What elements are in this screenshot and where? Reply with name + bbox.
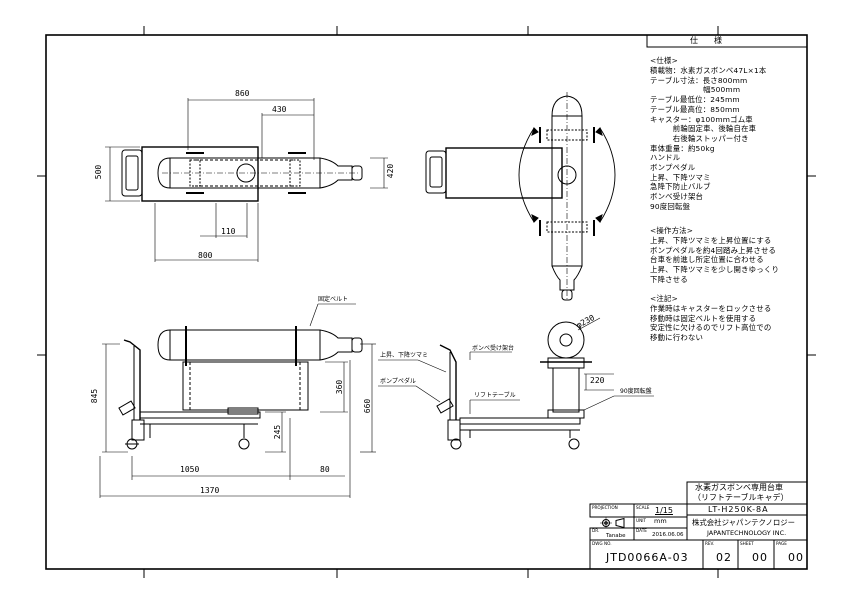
dim-110: 110: [221, 227, 236, 236]
ops-line: 上昇、下降ツマミを少し開きゆっくり: [650, 265, 780, 275]
outer-frame: [45, 34, 808, 570]
ops-line: 台車を前進し所定位置に合わせる: [650, 255, 764, 265]
border-ticks: [37, 26, 816, 578]
dim-845: 845: [90, 388, 100, 404]
unit-label: UNIT: [636, 518, 646, 523]
rev-label: REV.: [705, 541, 715, 546]
page-label: PAGE: [776, 541, 787, 546]
spec-line: テーブル最低位：245mm: [650, 95, 740, 105]
spec-line: テーブル最高位：850mm: [650, 104, 740, 114]
dr-label: DR.: [592, 528, 600, 533]
dim-660: 660: [363, 398, 373, 414]
model-number: LT-H250K-8A: [708, 505, 769, 514]
spec-header: 仕 様: [690, 36, 722, 45]
spec-line: キャスター：φ100mmゴム車: [650, 114, 753, 124]
dim-360: 360: [335, 379, 345, 395]
rev-value: 02: [716, 551, 732, 564]
label-lift-table: リフトテーブル: [474, 392, 516, 399]
label-turntable: 90度回転盤: [620, 388, 652, 395]
sheet-label: SHEET: [740, 541, 754, 546]
dim-80: 80: [320, 465, 330, 474]
spec-line: 90度回転盤: [650, 201, 691, 211]
notes-title: <注記>: [650, 294, 678, 303]
spec-title: <仕様>: [650, 56, 678, 65]
notes-line: 移動時は固定ベルトを使用する: [650, 313, 757, 323]
spec-line: 前輪固定車、後輪自在車: [650, 124, 757, 134]
dim-1370: 1370: [200, 486, 220, 495]
date-value: 2016.06.06: [652, 532, 684, 538]
scale-label: SCALE: [636, 505, 650, 510]
spec-header-box: [646, 34, 808, 48]
title-line-2: （リフトテーブルキャデ）: [693, 493, 789, 502]
scale-value: 1/15: [655, 506, 673, 515]
spec-line: テーブル寸法：長さ800mm: [650, 75, 748, 85]
company-jp: 株式会社ジャパンテクノロジー: [692, 518, 796, 527]
ops-title: <操作方法>: [650, 226, 694, 235]
sheet-value: 00: [752, 551, 768, 564]
dim-430: 430: [272, 105, 287, 114]
notes-line: 安定性に欠けるのでリフト高位での: [650, 323, 772, 333]
dim-1050: 1050: [180, 465, 200, 474]
spec-line: ハンドル: [650, 153, 681, 163]
side-view-right-dims: [577, 317, 654, 411]
spec-line: 積載物：水素ガスボンベ47L×1本: [650, 66, 767, 75]
dim-245: 245: [273, 424, 283, 440]
rotation-view: [425, 92, 616, 301]
title-line-1: 水素ガスボンベ専用台車: [695, 483, 783, 492]
notes-line: 作業時はキャスターをロックさせる: [650, 304, 772, 313]
page-value: 00: [788, 551, 804, 564]
spec-line: 車体重量：約50kg: [650, 143, 715, 153]
side-view-right: [436, 321, 592, 450]
top-view: [121, 146, 363, 202]
side-view: [118, 326, 363, 450]
label-leaders: [378, 351, 520, 414]
dr-value: Tanabe: [606, 533, 626, 539]
label-belt: 固定ベルト: [318, 296, 349, 303]
ops-line: 下降させる: [650, 274, 688, 284]
spec-line: 上昇、下降ツマミ: [650, 172, 711, 182]
dim-500: 500: [94, 164, 104, 180]
dim-220: 220: [590, 376, 605, 385]
dim-420: 420: [386, 163, 396, 179]
side-view-dims: [99, 303, 376, 498]
ops-line: 上昇、下降ツマミを上昇位置にする: [650, 236, 772, 245]
label-pedal: ボンプペダル: [380, 378, 416, 385]
date-label: DATE: [636, 528, 647, 533]
projection-label: PROJECTION: [592, 505, 618, 510]
spec-line: 右後輪ストッパー付き: [650, 133, 749, 143]
notes-line: 移動に行わない: [650, 333, 704, 343]
spec-line: 急降下防止バルブ: [650, 182, 711, 192]
spec-line: ボンプペダル: [650, 163, 696, 172]
dim-800: 800: [198, 251, 213, 260]
ops-line: ボンプペダルを約4回踏み上昇させる: [650, 245, 777, 255]
label-cradle: ボンベ受け架台: [472, 345, 515, 352]
dim-860: 860: [235, 89, 250, 98]
dwg-label: DWG NO.: [592, 541, 612, 546]
company-en: JAPANTECHNOLOGY INC.: [707, 529, 787, 537]
dwg-value: JTD0066A-03: [606, 551, 689, 564]
title-block-lines: [589, 481, 808, 570]
unit-value: mm: [654, 517, 667, 525]
label-knob: 上昇、下降ツマミ: [380, 352, 429, 359]
top-view-dims: [105, 98, 388, 262]
spec-line: ボンベ受け架台: [650, 192, 704, 202]
spec-line: 幅500mm: [650, 85, 741, 95]
